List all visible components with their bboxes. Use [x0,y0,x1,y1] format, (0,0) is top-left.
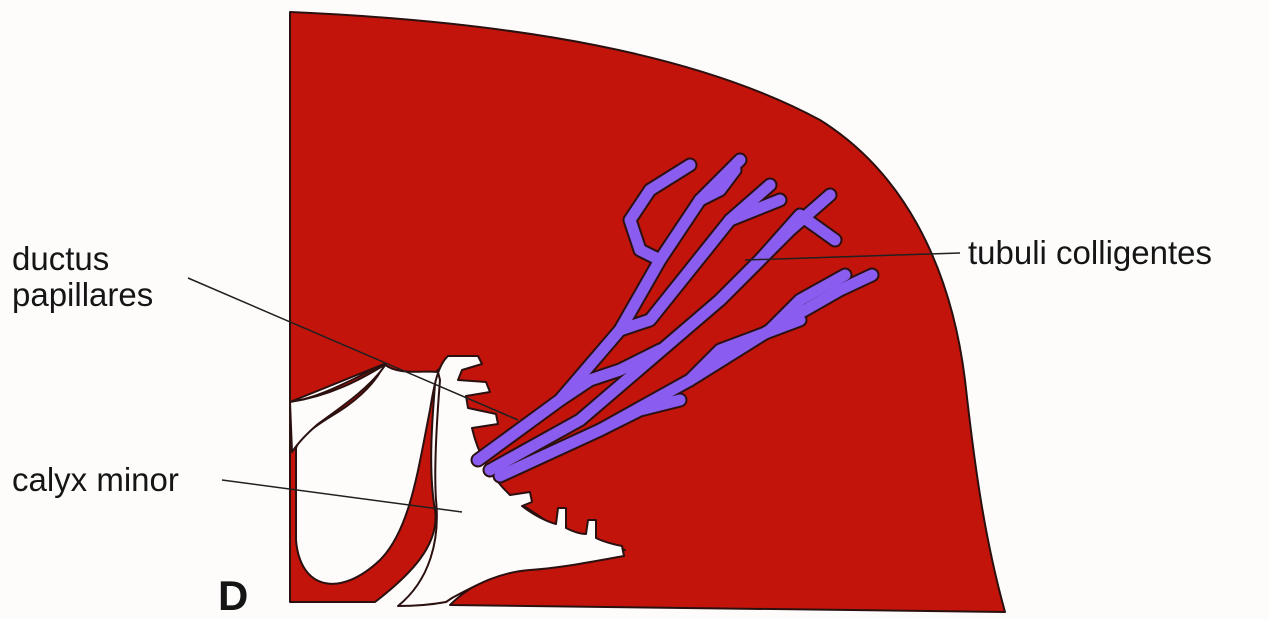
label-papillares: papillares [12,276,153,314]
label-ductus: ductus [12,240,109,278]
label-calyx-minor: calyx minor [12,461,179,499]
panel-letter: D [218,574,248,618]
label-tubuli-colligentes: tubuli colligentes [968,234,1212,272]
